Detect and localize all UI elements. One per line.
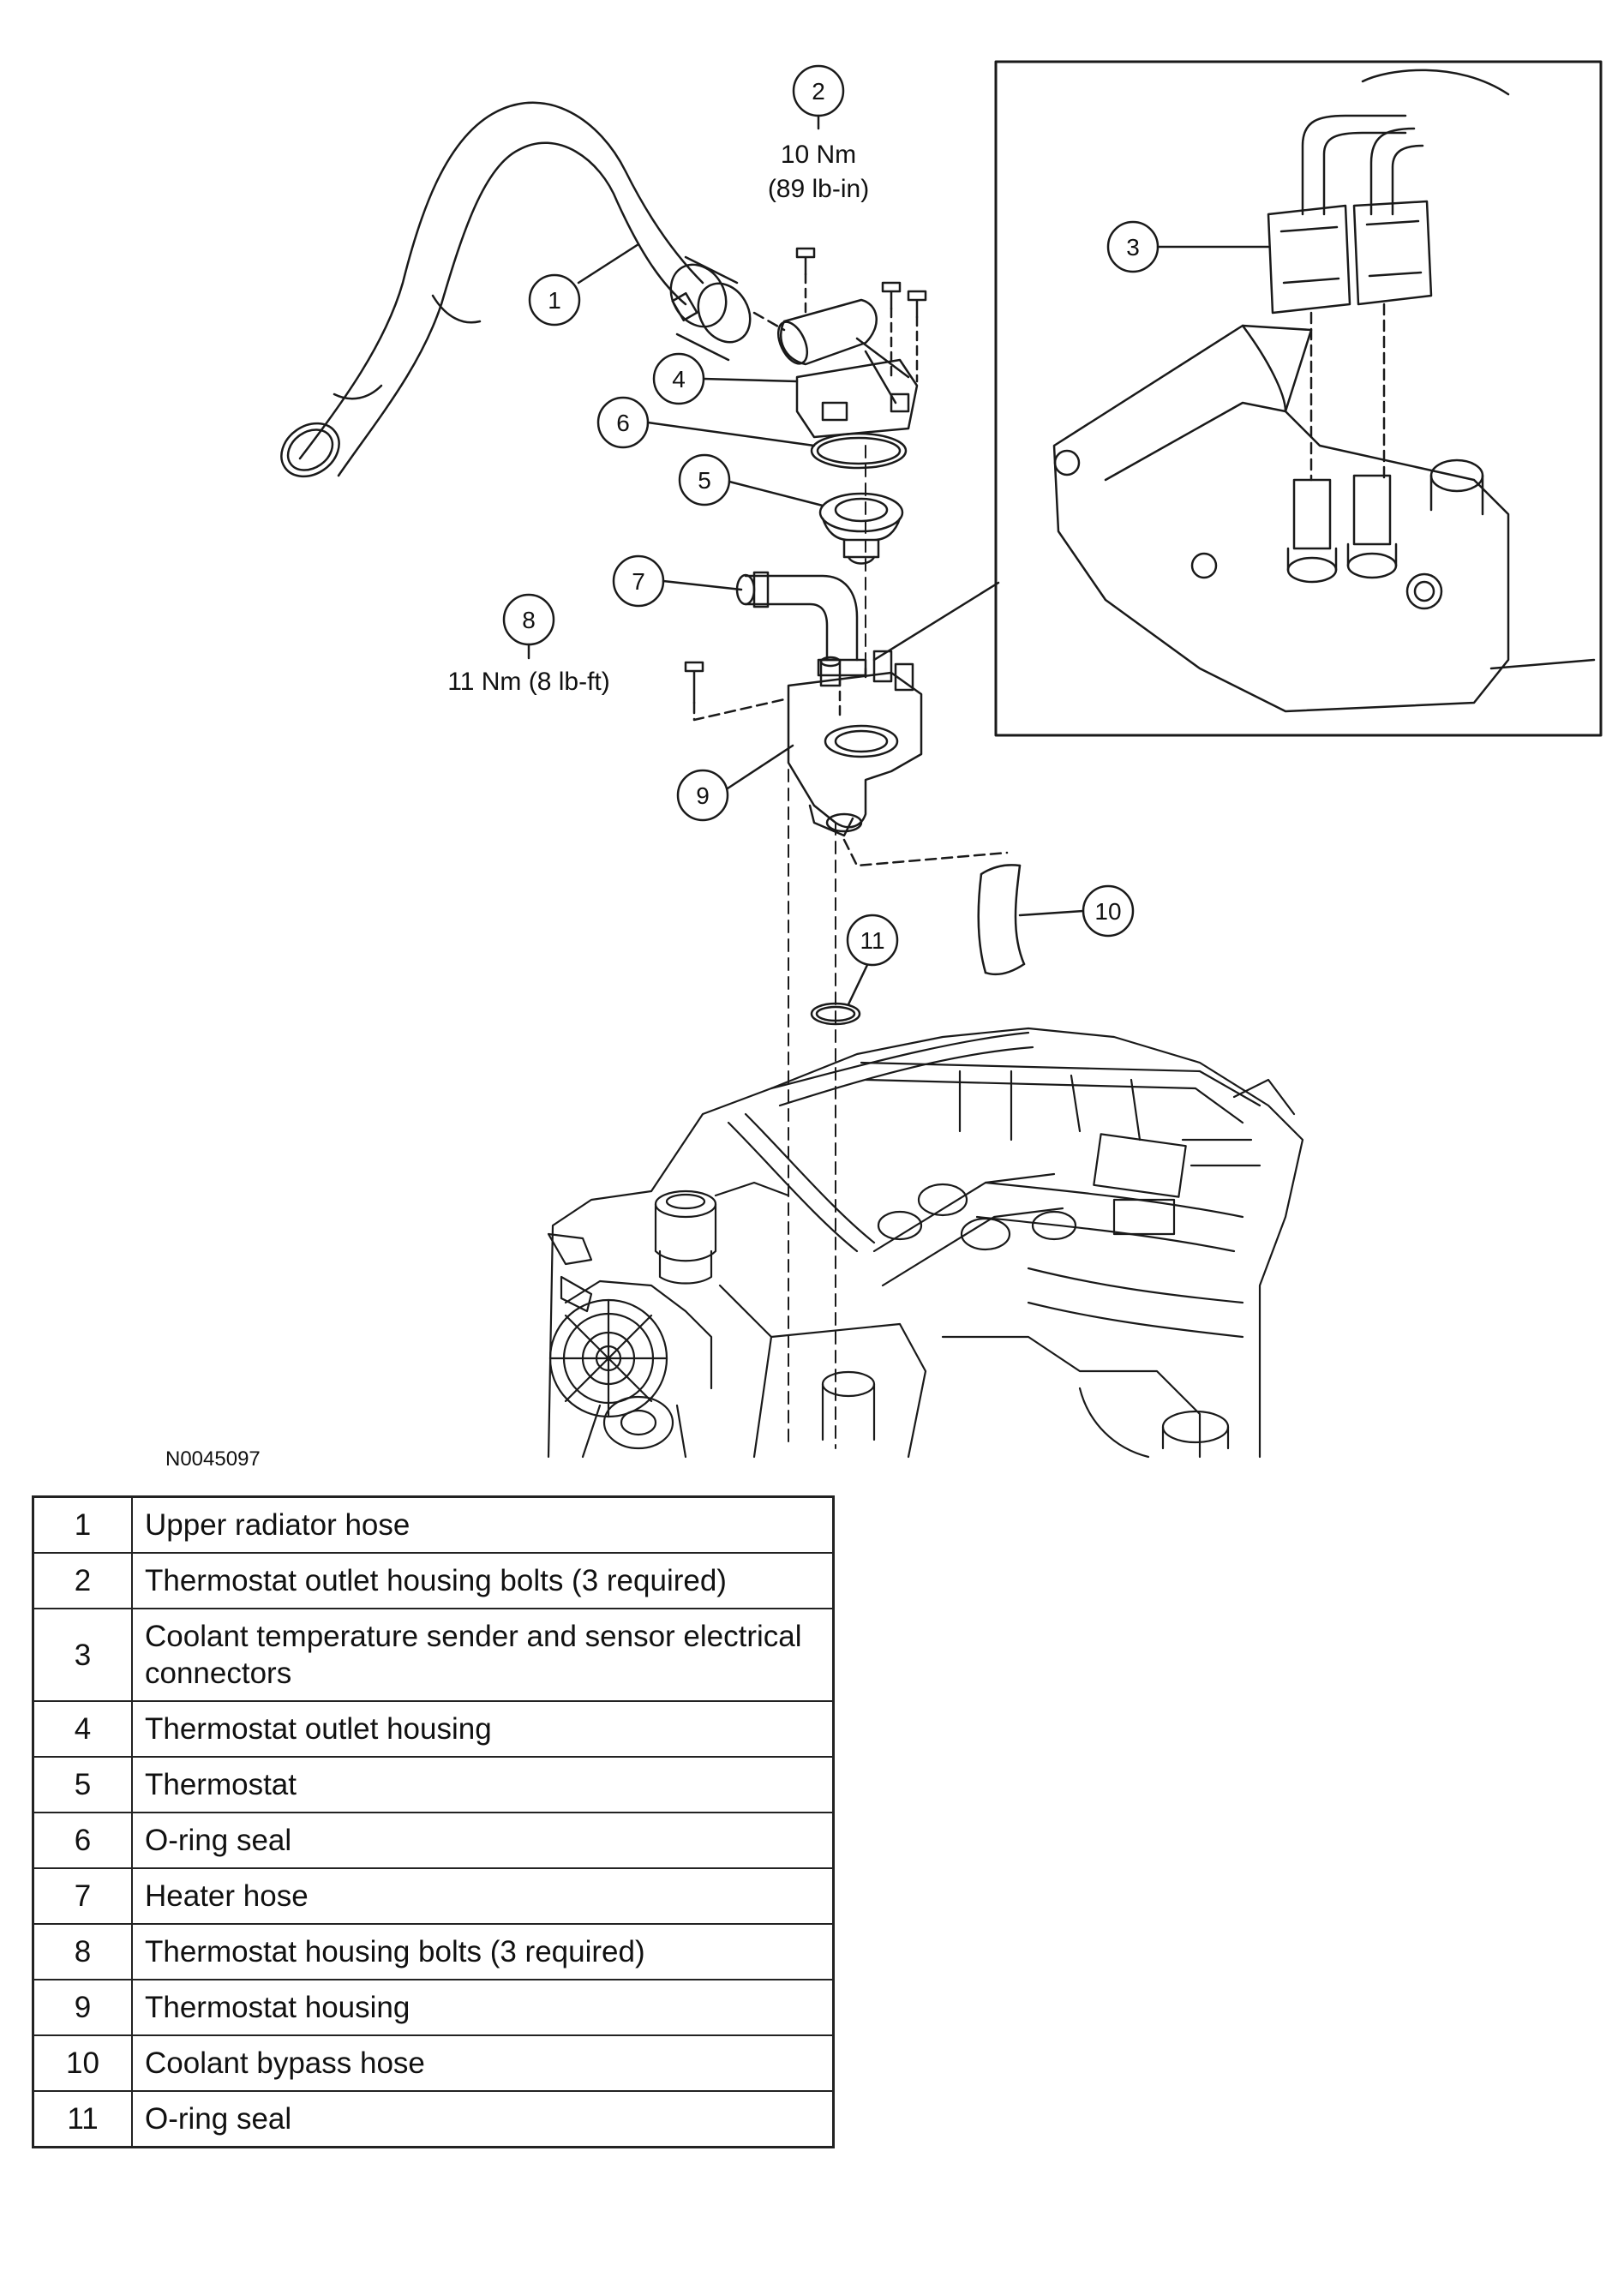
callout-6: 6 xyxy=(596,396,816,449)
legend-item-number: 4 xyxy=(32,1700,133,1758)
thermostat-outlet-housing-drawing xyxy=(752,247,927,439)
legend-item-number: 3 xyxy=(32,1608,133,1702)
coolant-bypass-hose-drawing xyxy=(842,838,1026,976)
legend-item-number: 9 xyxy=(32,1979,133,2036)
connector-inset xyxy=(994,60,1603,737)
legend-item-number: 1 xyxy=(32,1495,133,1554)
callout-4: 4 xyxy=(652,352,799,405)
callout-7-number: 7 xyxy=(632,568,645,595)
callout-4-number: 4 xyxy=(672,366,686,392)
callout-2-number: 2 xyxy=(812,78,825,105)
upper-radiator-hose-drawing xyxy=(280,101,752,478)
alignment-lines xyxy=(788,445,866,1449)
callout-7: 7 xyxy=(612,554,743,608)
legend-item-number: 5 xyxy=(32,1756,133,1813)
callout-9: 9 xyxy=(676,744,794,822)
legend-item-description: Thermostat outlet housing bolts (3 requi… xyxy=(131,1552,835,1609)
callout-2: 2 10 Nm (89 lb-in) xyxy=(768,64,869,203)
callout-2-torque-imperial: (89 lb-in) xyxy=(768,175,869,203)
legend-item-description: O-ring seal xyxy=(131,1812,835,1869)
legend-item-number: 2 xyxy=(32,1552,133,1609)
legend-item-description: Heater hose xyxy=(131,1867,835,1925)
legend-item-description: Coolant bypass hose xyxy=(131,2034,835,2092)
callout-8-number: 8 xyxy=(522,607,536,633)
callout-11-number: 11 xyxy=(860,927,884,954)
legend-item-number: 7 xyxy=(32,1867,133,1925)
legend-item-description: Upper radiator hose xyxy=(131,1495,835,1554)
legend-item-number: 8 xyxy=(32,1923,133,1980)
callout-2-torque-nm: 10 Nm xyxy=(781,141,856,169)
engine-drawing xyxy=(547,1027,1304,1459)
callout-3: 3 xyxy=(1106,220,1270,273)
legend-item-description: Coolant temperature sender and sensor el… xyxy=(131,1608,835,1702)
callout-10: 10 xyxy=(1018,884,1135,938)
legend-item-number: 6 xyxy=(32,1812,133,1869)
callout-1-number: 1 xyxy=(548,287,561,314)
callout-9-number: 9 xyxy=(696,782,710,809)
callout-8: 8 11 Nm (8 lb-ft) xyxy=(447,593,610,696)
legend-item-description: Thermostat housing xyxy=(131,1979,835,2036)
legend-item-number: 11 xyxy=(32,2090,133,2148)
thermostat-housing-drawing xyxy=(684,581,1000,837)
heater-hose-drawing xyxy=(735,571,867,722)
legend-item-description: O-ring seal xyxy=(131,2090,835,2148)
callout-1: 1 xyxy=(528,243,640,327)
thermostat-drawing xyxy=(818,492,904,565)
legend-item-description: Thermostat xyxy=(131,1756,835,1813)
callout-10-number: 10 xyxy=(1094,898,1121,925)
callout-3-number: 3 xyxy=(1126,234,1140,261)
legend-item-description: Thermostat housing bolts (3 required) xyxy=(131,1923,835,1980)
callout-5-number: 5 xyxy=(698,467,711,494)
o-ring-seal-upper-inner xyxy=(816,436,902,465)
callout-11: 11 xyxy=(846,914,899,1006)
callout-5: 5 xyxy=(678,453,824,507)
callout-8-torque: 11 Nm (8 lb-ft) xyxy=(447,668,609,696)
exploded-view-diagram: 1 2 10 Nm (89 lb-in) 3 4 6 5 7 8 11 Nm (… xyxy=(165,60,1603,1471)
o-ring-seal-upper-drawing xyxy=(810,432,908,470)
figure-id: N0045097 xyxy=(165,1447,261,1471)
callout-6-number: 6 xyxy=(616,410,630,436)
legend-item-number: 10 xyxy=(32,2034,133,2092)
legend-item-description: Thermostat outlet housing xyxy=(131,1700,835,1758)
